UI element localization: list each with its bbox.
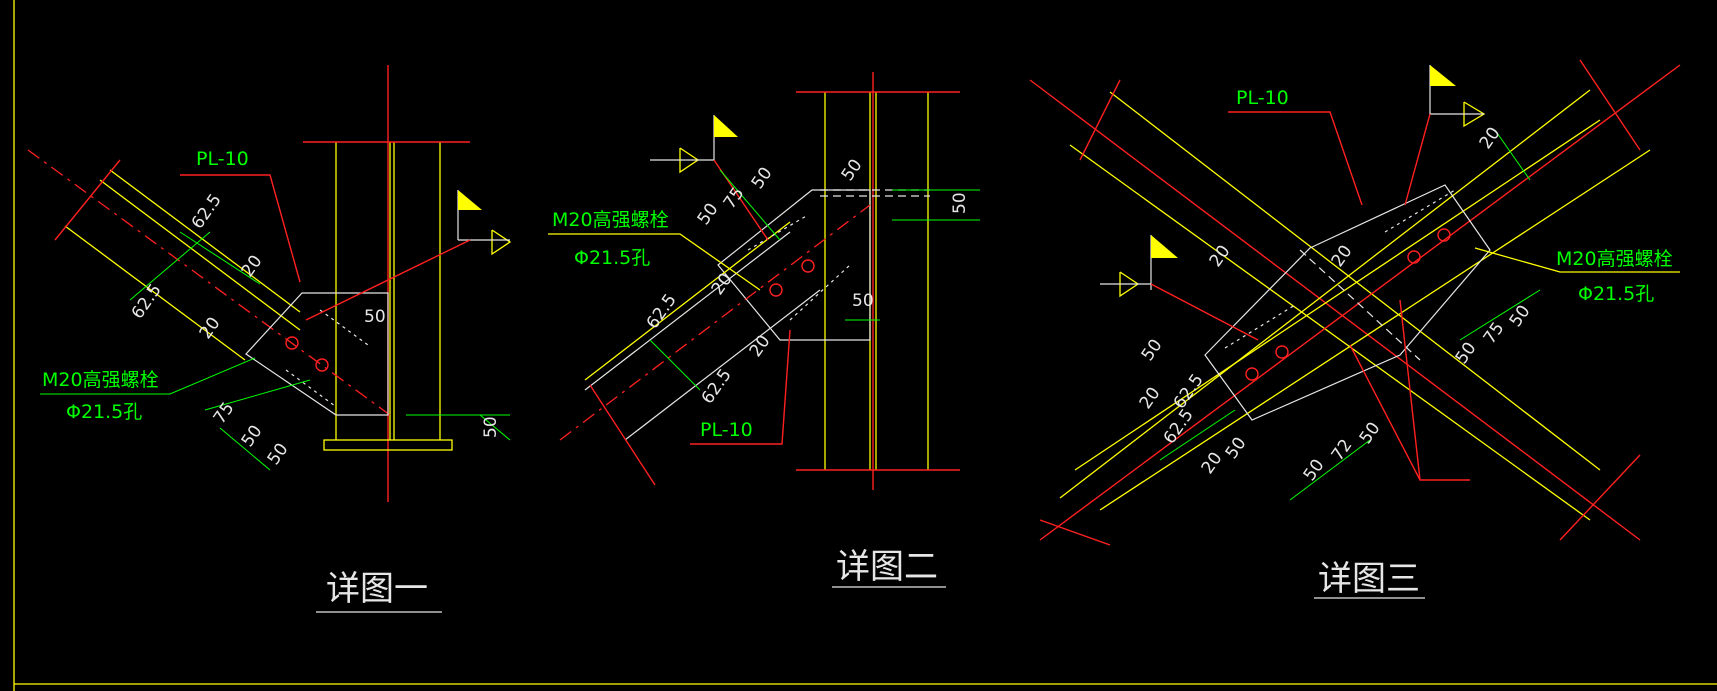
brace-b-centerline: [1039, 64, 1681, 541]
bolt-hole-3: [1407, 250, 1421, 264]
dim-label: 62.5: [128, 280, 166, 322]
dim-label: 62.5: [698, 365, 736, 407]
brace-break-line: [589, 384, 656, 486]
dim-label: 50: [694, 200, 723, 229]
bolt-hole-1: [1245, 367, 1259, 381]
dim-label: 50: [950, 192, 970, 214]
weld-flag-icon: [1151, 235, 1178, 258]
dim-label: 50: [1300, 456, 1329, 485]
dim-label: 20: [708, 270, 737, 299]
dim-label: 75: [210, 399, 239, 428]
dim-label: 20: [746, 332, 775, 361]
leader-plate-1: [180, 174, 301, 283]
brace-b-edge-upper: [1059, 89, 1591, 499]
dim-label: 20: [1198, 449, 1227, 478]
weld-flag-icon: [714, 115, 738, 137]
detail-1: PL-10 M20高强螺栓 Φ21.5孔 62.5 62.5 20 20 50 …: [27, 65, 512, 613]
dim-label: 50: [1506, 302, 1535, 331]
leader-bolt-2: [548, 233, 761, 291]
base-plate: [323, 439, 453, 451]
brace-centerline: [27, 149, 391, 416]
dim-label: 50: [838, 156, 867, 185]
dim-label: 62.5: [1170, 370, 1208, 412]
leader-bolt-1: [40, 357, 256, 395]
bolt-hole-2: [801, 259, 815, 273]
brace-centerline: [559, 204, 871, 441]
bolt-label: M20高强螺栓: [42, 369, 159, 391]
leader-plate-2: [690, 329, 791, 445]
brace-break-line: [54, 159, 121, 241]
bolt-hole-2: [315, 358, 329, 372]
brace-a-centerline: [1029, 79, 1641, 541]
dim-label: 50: [1222, 434, 1251, 463]
dim-label: 62.5: [643, 290, 681, 332]
bolt-hole-1: [769, 283, 783, 297]
dim-label: 20: [196, 314, 225, 343]
brace-a-edge-lower: [1069, 144, 1591, 521]
weld-flag-icon: [458, 190, 482, 210]
detail-title: 详图二: [836, 547, 938, 587]
dim-label: 50: [481, 416, 501, 438]
brace-edge-upper: [109, 169, 301, 313]
dim-label: 72: [1328, 436, 1357, 465]
dim-label: 75: [720, 184, 749, 213]
dim-label: 50: [364, 307, 386, 327]
detail-2: M20高强螺栓 Φ21.5孔 PL-10 50 75 50 50 50 20 2…: [548, 72, 980, 588]
dim-label: 50: [264, 440, 293, 469]
bolt-hole-1: [285, 336, 299, 350]
plate-label: PL-10: [1236, 87, 1289, 109]
leader-bolt-3: [1474, 247, 1680, 273]
hole-label: Φ21.5孔: [574, 247, 650, 269]
hole-label: Φ21.5孔: [1578, 283, 1654, 305]
detail-3: PL-10 M20高强螺栓 Φ21.5孔 20 20 20 75 50 50 5…: [1029, 59, 1681, 599]
bolt-hole-2: [1275, 345, 1289, 359]
detail-title: 详图三: [1318, 559, 1420, 599]
plate-label: PL-10: [196, 148, 249, 170]
brace-a-edge-upper: [1109, 91, 1601, 471]
weld-flag-icon: [1430, 65, 1456, 86]
dim-label: 20: [238, 252, 267, 281]
dim-label: 20: [1476, 124, 1505, 153]
brace-b-edge-lower: [1099, 149, 1651, 511]
detail-title: 详图一: [326, 569, 428, 609]
gusset-plate: [245, 292, 389, 416]
brace-edge-lower: [624, 289, 821, 441]
dim-label: 62.5: [188, 190, 226, 232]
gusset-plate: [1204, 184, 1491, 421]
bolt-label: M20高强螺栓: [1556, 248, 1673, 270]
plate-label: PL-10: [700, 419, 753, 441]
brace-edge-upper: [584, 231, 791, 391]
dim-label: 75: [1480, 319, 1509, 348]
dim-label: 50: [852, 291, 874, 311]
dim-label: 50: [1356, 419, 1385, 448]
dim-label: 50: [748, 164, 777, 193]
bolt-hole-4: [1437, 228, 1451, 242]
dim-label: 50: [1138, 336, 1167, 365]
gusset-plate: [717, 189, 871, 341]
brace-edge-lower: [64, 225, 246, 361]
dim-label: 20: [1328, 242, 1357, 271]
dim-label: 50: [1452, 339, 1481, 368]
leader-plate-3: [1228, 111, 1363, 206]
hole-label: Φ21.5孔: [66, 401, 142, 423]
dim-label: 20: [1136, 384, 1165, 413]
bolt-label: M20高强螺栓: [552, 209, 669, 231]
